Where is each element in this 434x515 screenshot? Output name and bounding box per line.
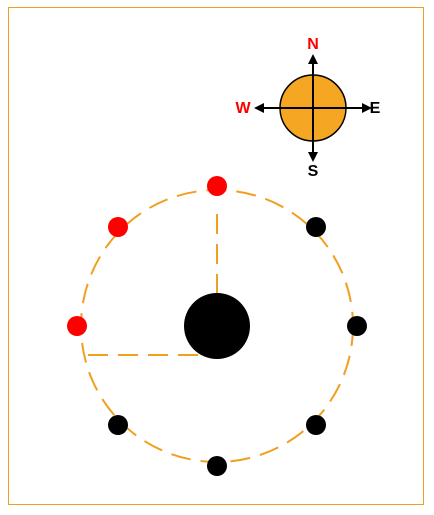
ring-dots	[67, 176, 367, 476]
north-arrowhead	[308, 54, 318, 64]
compass-north-label: N	[307, 36, 319, 53]
ring-dot-northwest	[108, 217, 128, 237]
compass-west-label: W	[235, 100, 251, 117]
compass-east-label: E	[370, 100, 381, 117]
compass: N S E W	[235, 36, 380, 180]
east-arrowhead	[362, 103, 372, 113]
center-body	[184, 293, 250, 359]
ring-dot-east	[347, 316, 367, 336]
compass-south-label: S	[308, 163, 319, 180]
ring-dot-northeast	[306, 217, 326, 237]
orbit-diagram	[67, 176, 367, 476]
south-arrowhead	[308, 152, 318, 162]
ring-dot-south	[207, 456, 227, 476]
ring-dot-southwest	[108, 415, 128, 435]
ring-dot-west	[67, 316, 87, 336]
ring-dot-north	[207, 176, 227, 196]
west-arrowhead	[254, 103, 264, 113]
ring-dot-southeast	[306, 415, 326, 435]
